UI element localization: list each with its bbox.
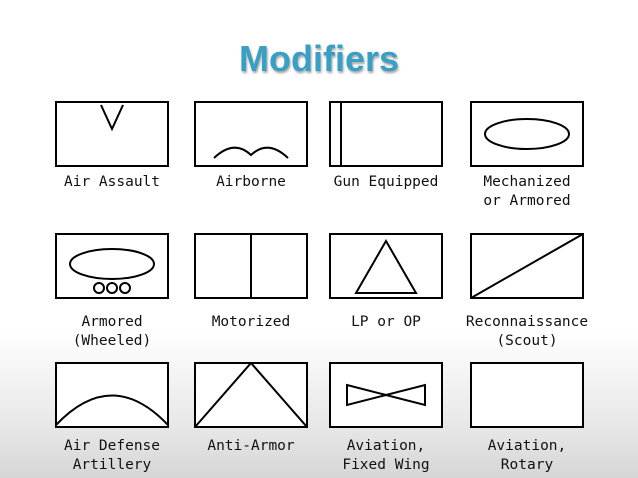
symbol-label: Mechanized or Armored	[483, 174, 571, 209]
symbol-label: Airborne	[216, 174, 286, 190]
lp-op-icon	[329, 233, 443, 299]
symbol-air-assault: Air Assault	[42, 101, 182, 192]
symbol-lp-op: LP or OP	[316, 233, 456, 332]
symbol-gun-equipped: Gun Equipped	[316, 101, 456, 192]
symbol-label: Aviation, Fixed Wing	[342, 438, 430, 473]
symbol-motorized: Motorized	[181, 233, 321, 332]
fixed-wing-icon	[329, 362, 443, 428]
symbol-mechanized: Mechanized or Armored	[457, 101, 597, 211]
motorized-icon	[194, 233, 308, 299]
symbol-label: Reconnaissance (Scout)	[465, 314, 589, 349]
symbol-label: LP or OP	[351, 314, 421, 330]
reconnaissance-icon	[470, 233, 584, 299]
mechanized-icon	[470, 101, 584, 167]
page-title: Modifiers	[238, 38, 399, 79]
symbol-reconnaissance: Reconnaissance (Scout)	[457, 233, 597, 351]
symbol-label: Aviation, Rotary	[487, 438, 567, 473]
airborne-icon	[194, 101, 308, 167]
symbol-label: Gun Equipped	[333, 174, 439, 190]
symbol-label: Armored (Wheeled)	[72, 314, 152, 349]
symbol-armored-wheeled: Armored (Wheeled)	[42, 233, 182, 351]
symbol-airborne: Airborne	[181, 101, 321, 192]
rotary-icon	[470, 362, 584, 428]
symbol-rotary: Aviation, Rotary	[457, 362, 597, 475]
armored-wheeled-icon	[55, 233, 169, 299]
gun-equipped-icon	[329, 101, 443, 167]
symbol-label: Air Assault	[63, 174, 161, 190]
air-assault-icon	[55, 101, 169, 167]
symbol-label: Motorized	[211, 314, 291, 330]
symbol-air-defense: Air Defense Artillery	[42, 362, 182, 475]
anti-armor-icon	[194, 362, 308, 428]
symbol-fixed-wing: Aviation, Fixed Wing	[316, 362, 456, 475]
air-defense-icon	[55, 362, 169, 428]
symbol-label: Anti-Armor	[207, 438, 295, 454]
symbol-label: Air Defense Artillery	[63, 438, 161, 473]
symbol-anti-armor: Anti-Armor	[181, 362, 321, 456]
